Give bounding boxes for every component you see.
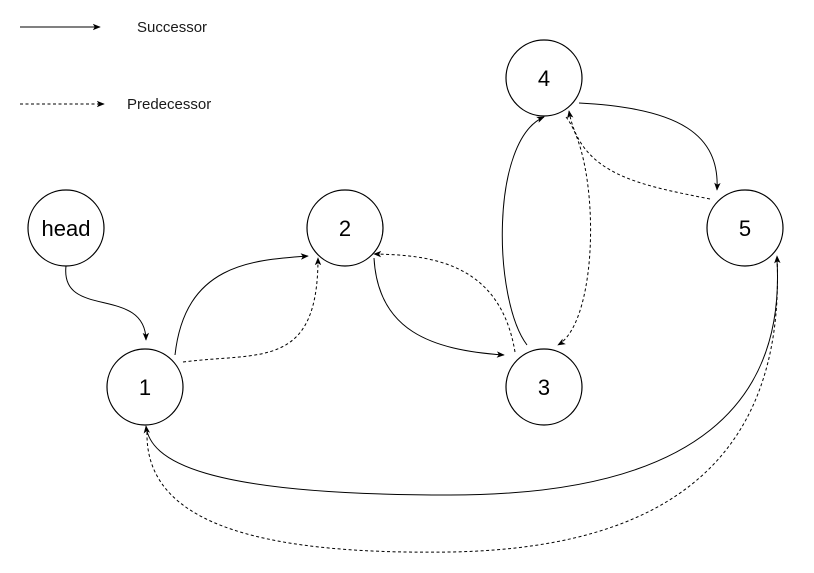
node-3-circle <box>505 348 583 426</box>
node-2-label: 2 <box>339 216 351 241</box>
node-1-circle <box>106 348 184 426</box>
edge-4-to-5-successor <box>578 102 721 191</box>
node-head-circle <box>27 189 105 267</box>
node-2: 2 <box>306 189 384 267</box>
node-5-label: 5 <box>739 216 751 241</box>
edge-head-to-1-successor <box>65 265 150 341</box>
edge-4-to-3-predecessor <box>557 116 592 346</box>
edge-5-to-1-successor <box>143 259 779 496</box>
node-5: 5 <box>706 189 784 267</box>
node-1: 1 <box>106 348 184 426</box>
edge-3-to-2-predecessor <box>373 250 516 353</box>
edge-1-to-2-predecessor <box>182 257 322 363</box>
legend-predecessor-label: Predecessor <box>127 96 211 113</box>
edge-3-to-4-successor <box>501 116 545 346</box>
edge-1-to-2-successor <box>174 253 309 356</box>
edge-1-to-5-predecessor <box>146 255 781 553</box>
edges <box>65 102 781 553</box>
node-2-circle <box>306 189 384 267</box>
node-3-label: 3 <box>538 375 550 400</box>
node-3: 3 <box>505 348 583 426</box>
node-4-label: 4 <box>538 66 550 91</box>
legend: Successor Predecessor <box>20 19 211 113</box>
node-head: head <box>27 189 105 267</box>
node-4-circle <box>505 39 583 117</box>
node-1-label: 1 <box>139 375 151 400</box>
edge-5-to-4-predecessor <box>567 110 711 200</box>
node-head-label: head <box>42 216 91 241</box>
legend-successor-label: Successor <box>137 19 207 36</box>
node-5-circle <box>706 189 784 267</box>
edge-2-to-3-successor <box>373 257 505 358</box>
node-4: 4 <box>505 39 583 117</box>
